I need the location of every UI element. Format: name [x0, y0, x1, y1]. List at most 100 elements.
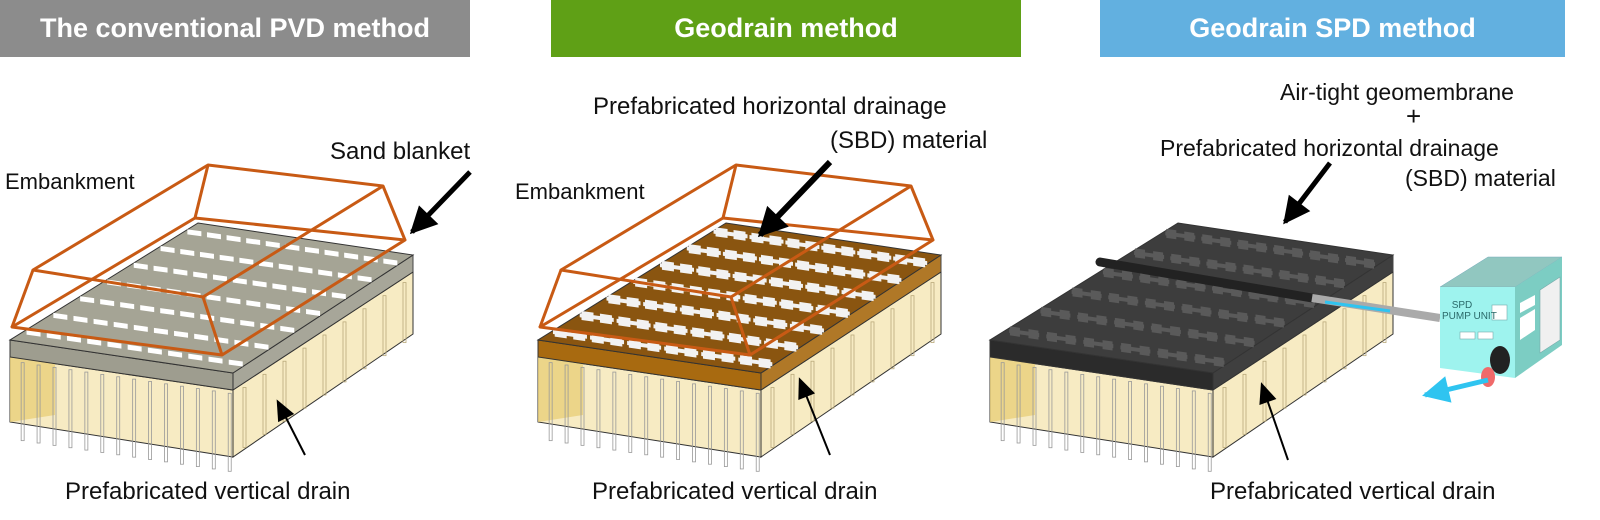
sbd-joint-3 — [1166, 228, 1177, 240]
sand-blanket-drain-hole — [226, 297, 241, 305]
vertical-drain-2 — [870, 321, 875, 383]
sbd-joint — [684, 346, 697, 358]
sbd-joint — [581, 310, 594, 322]
sbd-joint-3 — [1009, 326, 1020, 337]
sbd-joint-3 — [1127, 295, 1138, 306]
sbd-joint-3 — [1114, 317, 1125, 329]
vertical-drain-2 — [708, 385, 712, 465]
sbd-joint — [692, 327, 705, 339]
sand-blanket-drain-hole — [246, 300, 261, 308]
embankment-edge-2 — [909, 185, 935, 241]
vertical-drain-3 — [1342, 308, 1347, 370]
sbd-joint-3 — [1078, 312, 1089, 323]
sbd-joint — [724, 249, 737, 261]
sand-blanket-drain-hole — [324, 249, 339, 257]
vertical-drain-2 — [723, 388, 728, 467]
vertical-drain-1 — [52, 366, 57, 446]
sbd-joint — [851, 268, 864, 279]
sand-blanket-drain-hole — [133, 324, 148, 332]
sand-blanket-drain-hole — [226, 235, 241, 243]
sbd-joint — [716, 268, 729, 280]
sbd-joint — [718, 310, 731, 322]
sand-blanket-drain-hole — [228, 359, 243, 367]
label-sbd-2-line1: Prefabricated horizontal drainage — [593, 93, 947, 120]
arrow-vertical-drain-3-head — [1259, 382, 1277, 405]
vertical-drain-3 — [1322, 321, 1327, 383]
sbd-joint-3 — [1218, 309, 1229, 320]
discharge-pipe-end — [1481, 367, 1495, 387]
sand-blanket-drain-hole — [113, 321, 128, 329]
sbd-joint — [702, 349, 715, 361]
label-geomembrane: Air-tight geomembrane — [1280, 79, 1514, 105]
sbd-joint-3 — [1102, 340, 1113, 351]
vertical-drain-3 — [1064, 371, 1069, 451]
sbd-joint — [841, 246, 854, 257]
header-geodrain: Geodrain method — [551, 0, 1021, 57]
vertical-drain-3 — [1016, 364, 1021, 444]
vertical-drain-1 — [382, 295, 387, 357]
vertical-drain-2 — [676, 381, 680, 460]
vertical-drain-3 — [1000, 362, 1005, 442]
arrow-geomembrane-head — [1283, 194, 1311, 225]
sbd-joint — [729, 332, 742, 344]
vertical-drain-2 — [930, 282, 935, 343]
discharge-outlet — [1490, 346, 1510, 374]
vertical-drain-3 — [1282, 347, 1287, 409]
label-sbd-2-line2: (SBD) material — [830, 127, 988, 154]
sbd-joint — [665, 344, 678, 355]
sand-blanket-drain-hole — [239, 257, 254, 265]
sbd-joint — [787, 238, 800, 249]
sbd-joint — [721, 352, 734, 364]
sbd-joint — [655, 321, 668, 333]
sbd-joint — [698, 266, 711, 277]
vertical-drain-1 — [282, 360, 287, 422]
sbd-joint — [673, 324, 686, 336]
sbd-joint-3 — [1202, 234, 1213, 245]
vertical-drain-3 — [1160, 385, 1164, 465]
sand-blanket-drain-hole — [100, 299, 115, 307]
sand-blanket-drain-hole — [298, 266, 313, 274]
sbd-joint — [810, 324, 823, 335]
embankment-edge-2 — [538, 269, 563, 328]
vertical-drain-3 — [1207, 392, 1212, 472]
vertical-drain-1 — [227, 392, 232, 472]
sand-blanket-drain-hole — [93, 318, 108, 326]
sand-blanket-drain-hole — [220, 316, 235, 324]
sbd-joint — [681, 305, 694, 316]
sand-blanket-drain-hole — [240, 319, 255, 327]
vertical-drain-3 — [1080, 374, 1085, 453]
sbd-joint-3 — [1121, 270, 1132, 282]
vertical-drain-2 — [612, 371, 617, 451]
sand-blanket-drain-hole — [160, 246, 175, 254]
sbd-joint — [710, 330, 723, 341]
sbd-joint-3 — [1237, 311, 1248, 323]
sand-blanket-drain-hole — [212, 274, 227, 282]
sbd-joint — [760, 254, 773, 266]
sbd-joint-3 — [1182, 303, 1193, 315]
vertical-drain-1 — [84, 371, 89, 451]
sbd-joint — [784, 341, 797, 352]
pump-label-line1: SPD — [1451, 300, 1473, 311]
sbd-joint-3 — [1109, 292, 1120, 304]
vertical-drain-1 — [100, 374, 105, 453]
embankment-edge-1 — [381, 185, 407, 241]
sand-blanket-drain-hole — [188, 353, 203, 361]
sand-blanket-drain-hole — [173, 268, 188, 276]
sand-blanket-drain-hole — [206, 232, 221, 240]
sbd-joint — [770, 276, 783, 288]
embankment-edge-1 — [201, 296, 224, 356]
sbd-joint-3 — [1084, 337, 1095, 348]
sbd-joint — [815, 262, 828, 274]
sand-blanket-drain-hole — [180, 311, 195, 319]
sand-blanket-drain-hole — [318, 269, 333, 277]
sand-blanket-drain-hole — [206, 294, 221, 302]
sbd-joint-3 — [1213, 356, 1224, 367]
sbd-joint-3 — [1194, 281, 1205, 292]
sand-blanket-drain-hole — [153, 265, 168, 273]
sand-blanket-drain-hole — [246, 238, 261, 246]
sbd-joint — [823, 243, 836, 255]
vertical-drain-1 — [362, 308, 367, 370]
sbd-joint-3 — [1059, 309, 1070, 321]
vertical-drain-3 — [1191, 390, 1196, 470]
sbd-joint — [773, 318, 786, 330]
